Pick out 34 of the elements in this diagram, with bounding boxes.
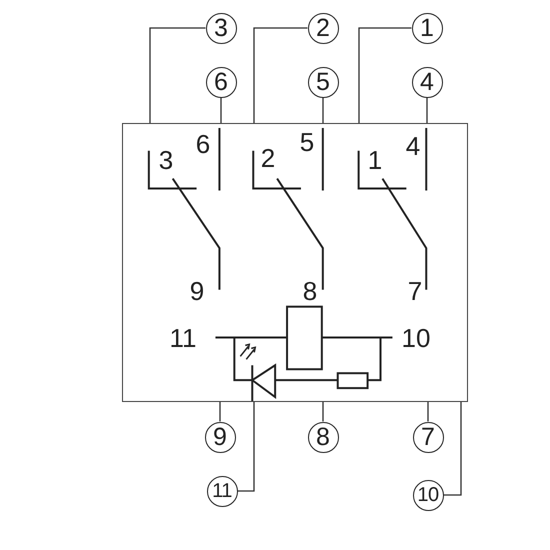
terminal-circle: 6 — [206, 66, 236, 98]
pin-number: 1 — [368, 147, 382, 173]
pin-number: 11 — [170, 325, 196, 351]
wire — [444, 402, 462, 496]
wire — [322, 98, 324, 123]
pin-number: 3 — [158, 147, 174, 173]
terminal-circle: 8 — [308, 422, 338, 452]
terminal-circle: 3 — [206, 12, 236, 44]
wire — [253, 27, 308, 123]
pin-number: 4 — [406, 133, 420, 159]
wire — [238, 402, 255, 492]
terminal-circle: 2 — [308, 12, 338, 44]
wire — [149, 27, 206, 123]
wire — [358, 27, 412, 123]
pin-number: 10 — [402, 325, 430, 351]
wire — [219, 402, 221, 422]
pin-number: 7 — [408, 278, 422, 304]
wire — [322, 402, 324, 422]
terminal-circle: 4 — [412, 66, 442, 98]
pin-number: 9 — [190, 278, 204, 304]
terminal-circle: 1 — [412, 12, 442, 44]
pin-number: 6 — [196, 131, 210, 157]
terminal-circle: 9 — [204, 422, 236, 452]
terminal-circle: 5 — [308, 66, 338, 98]
pin-number: 2 — [260, 145, 276, 171]
wire — [426, 98, 428, 123]
relay-housing — [122, 123, 468, 402]
pin-number: 8 — [302, 278, 318, 304]
wire — [220, 98, 222, 123]
wire — [427, 402, 429, 422]
terminal-circle: 11 — [206, 476, 238, 506]
terminal-circle: 10 — [412, 480, 444, 510]
pin-number: 5 — [300, 129, 314, 155]
terminal-circle: 7 — [412, 422, 444, 452]
